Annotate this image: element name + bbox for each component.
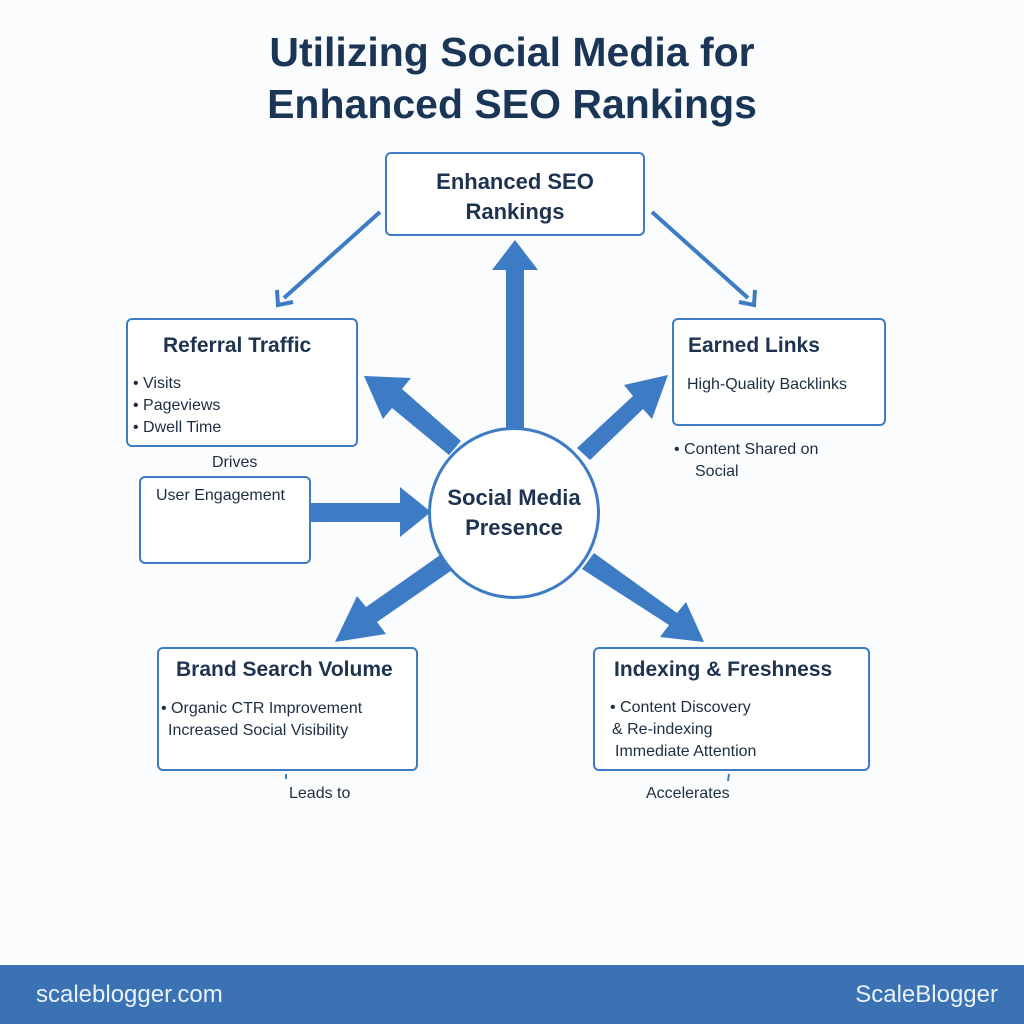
- thin-arrow-to-referral: [275, 210, 382, 308]
- indexing-list: • Content Discovery & Re-indexing Immedi…: [610, 697, 756, 763]
- tick-mark-right: [727, 773, 730, 782]
- arrow-to-brand: [335, 553, 455, 642]
- brand-list: • Organic CTR Improvement Increased Soci…: [161, 698, 362, 742]
- earned-title: Earned Links: [688, 334, 820, 357]
- arrow-to-referral: [364, 376, 461, 455]
- earned-text: High-Quality Backlinks: [687, 376, 848, 393]
- node-user-engagement: User Engagement: [139, 476, 311, 564]
- label-content-shared-line-2: Social: [695, 463, 739, 480]
- arrow-to-seo: [492, 240, 538, 428]
- indexing-item-content-discovery: • Content Discovery: [610, 699, 751, 716]
- label-drives: Drives: [212, 454, 258, 471]
- footer-brand: ScaleBlogger: [855, 981, 998, 1008]
- center-line-1: Social Media: [447, 485, 581, 510]
- engagement-text: User Engagement: [156, 487, 285, 504]
- arrow-to-earned: [577, 375, 668, 460]
- seo-title-line-2: Rankings: [465, 199, 565, 224]
- page-title: Utilizing Social Media for Enhanced SEO …: [0, 26, 1024, 130]
- node-enhanced-seo-rankings: Enhanced SEO Rankings: [385, 152, 645, 236]
- label-accelerates: Accelerates: [646, 785, 730, 802]
- title-line-2: Enhanced SEO Rankings: [267, 81, 757, 127]
- node-indexing-freshness: Indexing & Freshness • Content Discovery…: [593, 647, 870, 771]
- referral-title: Referral Traffic: [163, 334, 312, 357]
- arrow-from-engagement: [311, 487, 431, 537]
- center-line-2: Presence: [465, 515, 563, 540]
- node-brand-search-volume: Brand Search Volume • Organic CTR Improv…: [157, 647, 418, 771]
- indexing-title: Indexing & Freshness: [614, 658, 833, 681]
- referral-item-dwell-time: • Dwell Time: [133, 419, 222, 436]
- node-social-media-presence: Social Media Presence: [428, 427, 600, 599]
- footer-website: scaleblogger.com: [36, 981, 223, 1008]
- brand-title: Brand Search Volume: [176, 658, 393, 681]
- referral-list: • Visits • Pageviews • Dwell Time: [133, 373, 221, 439]
- footer-bar: scaleblogger.com ScaleBlogger: [0, 965, 1024, 1024]
- indexing-item-immediate-attention: Immediate Attention: [615, 743, 757, 760]
- indexing-item-reindexing: & Re-indexing: [612, 721, 713, 738]
- label-content-shared-line-1: • Content Shared on: [674, 441, 819, 458]
- thin-arrow-to-earned: [650, 210, 757, 308]
- brand-item-social-visibility: Increased Social Visibility: [168, 722, 349, 739]
- referral-item-pageviews: • Pageviews: [133, 397, 221, 414]
- label-leads-to: Leads to: [289, 785, 351, 802]
- arrow-to-indexing: [582, 553, 704, 642]
- brand-item-organic-ctr: • Organic CTR Improvement: [161, 700, 363, 717]
- title-line-1: Utilizing Social Media for: [269, 29, 755, 75]
- referral-item-visits: • Visits: [133, 375, 181, 392]
- node-referral-traffic: Referral Traffic • Visits • Pageviews • …: [126, 318, 358, 447]
- node-earned-links: Earned Links High-Quality Backlinks: [672, 318, 886, 426]
- seo-title-line-1: Enhanced SEO: [436, 169, 594, 194]
